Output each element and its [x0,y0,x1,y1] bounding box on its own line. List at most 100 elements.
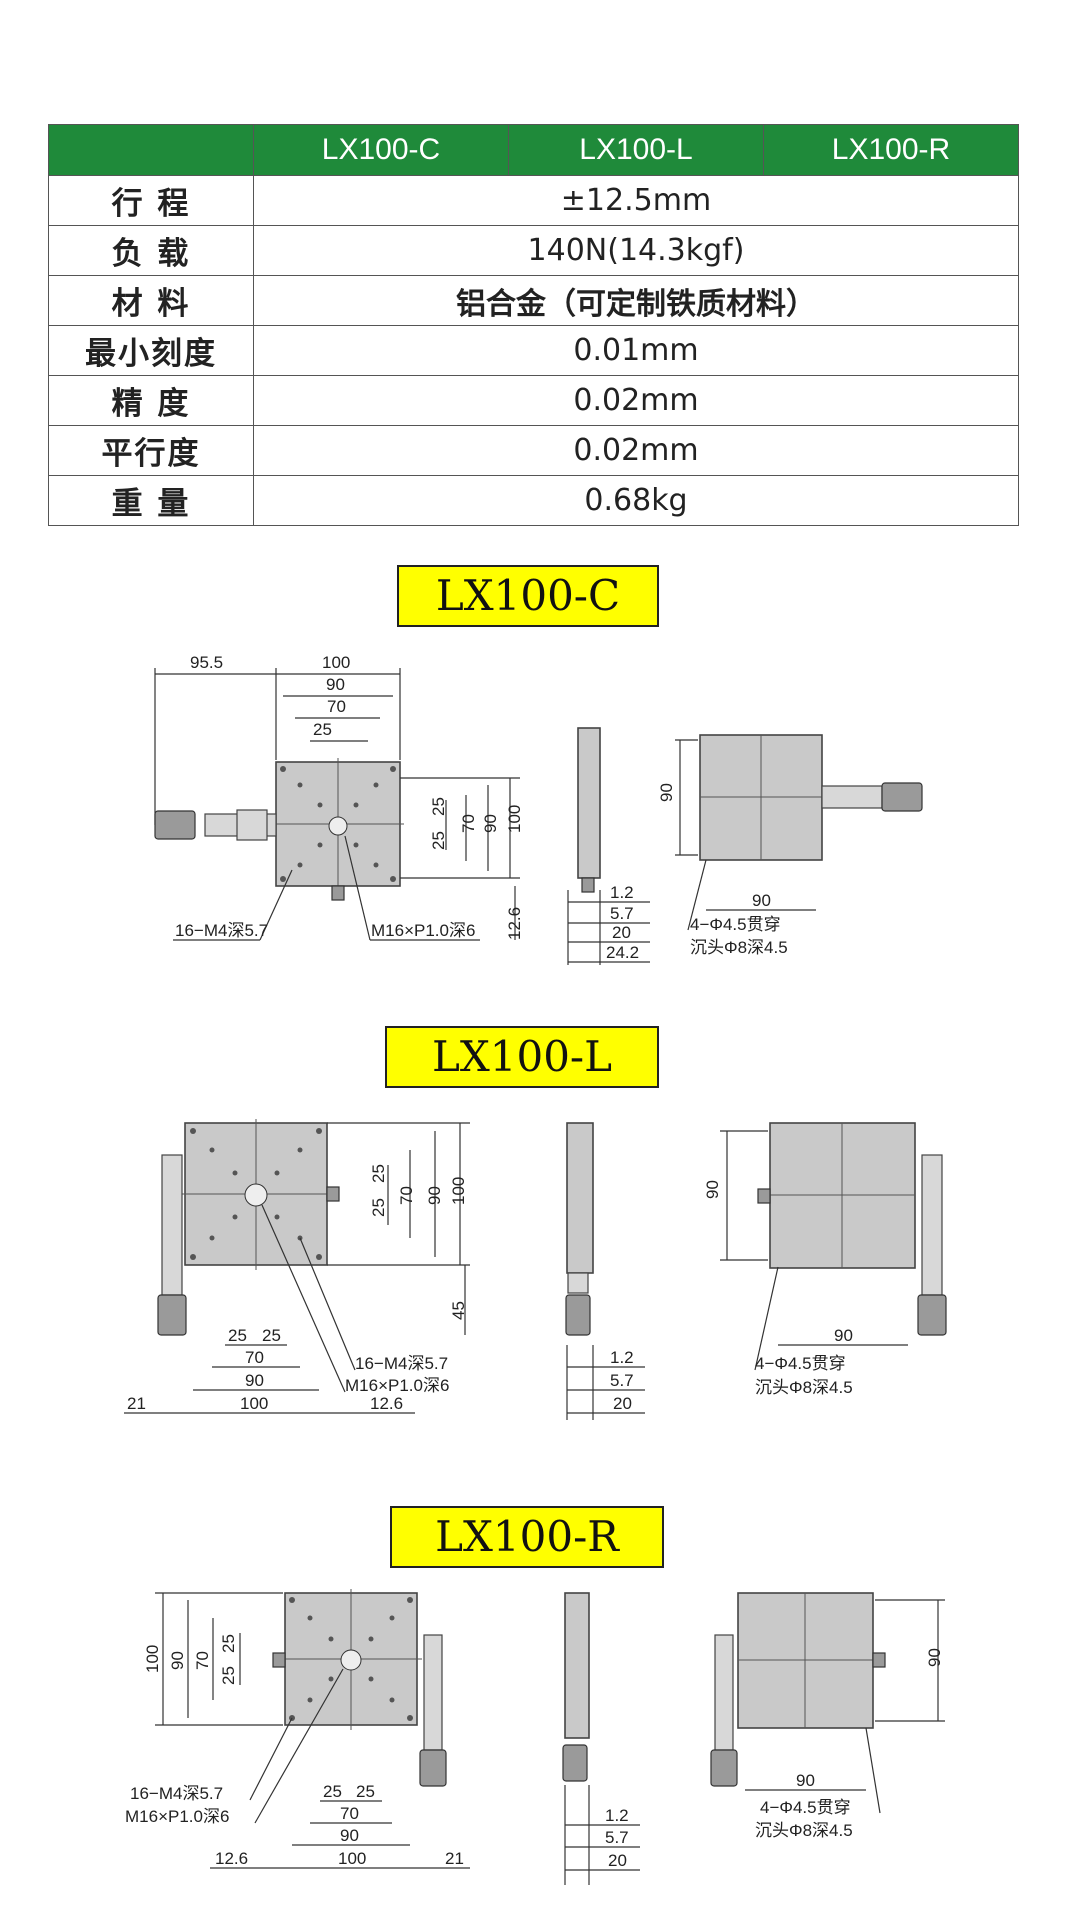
spec-label: 精 度 [48,375,254,426]
l-right-view: 90 90 4−Φ4.5贯穿 沉头Φ8深4.5 [703,1122,947,1397]
c-dim-100: 100 [322,653,350,672]
c-dim-v100: 100 [505,805,524,833]
spec-row-material: 材 料铝合金（可定制铁质材料） [48,275,1019,326]
l-dim-v25a: 25 [369,1164,388,1183]
l-note-tap: 16−M4深5.7 [355,1354,448,1373]
spec-value: 铝合金（可定制铁质材料） [253,275,1019,326]
l-front-view: 100 90 70 25 25 45 25 25 70 90 100 21 12… [124,1119,470,1414]
r-right-90h: 90 [796,1771,815,1790]
spec-label: 材 料 [48,275,254,326]
r-side-5-7: 5.7 [605,1828,629,1847]
c-side-5-7: 5.7 [610,904,634,923]
c-dim-v25b: 25 [429,831,448,850]
r-dim-v100: 100 [143,1645,162,1673]
c-note-thru: 4−Φ4.5贯穿 [690,915,781,934]
c-side-20: 20 [612,923,631,942]
l-dim-h12-6: 12.6 [370,1394,403,1413]
r-right-90v: 90 [925,1648,944,1667]
r-side-1-2: 1.2 [605,1806,629,1825]
l-micrometer-knob[interactable] [157,1294,187,1336]
c-dim-90: 90 [326,675,345,694]
c-dim-25: 25 [313,720,332,739]
c-note-thread: M16×P1.0深6 [371,921,475,940]
spec-header-row: LX100-C LX100-L LX100-R [48,124,1019,176]
l-dim-h90: 90 [245,1371,264,1390]
r-dim-h70: 70 [340,1804,359,1823]
l-right-90v: 90 [703,1180,722,1199]
c-dim-v25a: 25 [429,797,448,816]
spec-header-l: LX100-L [508,124,764,176]
r-dim-v25b: 25 [219,1666,238,1685]
c-dim-95-5: 95.5 [190,653,223,672]
l-note-thru: 4−Φ4.5贯穿 [755,1354,846,1373]
r-dim-h12-6: 12.6 [215,1849,248,1868]
c-side-1-2: 1.2 [610,883,634,902]
r-note-thread: M16×P1.0深6 [125,1807,229,1826]
r-dim-v70: 70 [193,1651,212,1670]
r-note-tap: 16−M4深5.7 [130,1784,223,1803]
l-note-thread: M16×P1.0深6 [345,1376,449,1395]
l-dim-v25b: 25 [369,1198,388,1217]
c-micrometer-knob[interactable] [154,810,196,840]
spec-value: 0.68kg [253,475,1019,526]
l-dim-h25b: 25 [262,1326,281,1345]
r-note-thru: 4−Φ4.5贯穿 [760,1798,851,1817]
drawing-lx100-c: 95.5 100 90 70 25 100 90 70 25 25 [154,653,923,965]
l-side-5-7: 5.7 [610,1371,634,1390]
l-dim-h100: 100 [240,1394,268,1413]
l-dim-v100: 100 [449,1177,468,1205]
r-dim-h21: 21 [445,1849,464,1868]
c-dim-h12-6: 12.6 [505,907,524,940]
model-label-l: LX100-L [385,1026,659,1088]
r-note-counter: 沉头Φ8深4.5 [755,1821,853,1840]
r-dim-h25b: 25 [356,1782,375,1801]
spec-value: 140N(14.3kgf) [253,225,1019,276]
drawing-lx100-r: 100 90 70 25 25 25 25 70 90 100 12.6 21 … [125,1589,945,1885]
r-dim-v25a: 25 [219,1634,238,1653]
r-side-view: 1.2 5.7 20 [562,1592,640,1885]
spec-value: ±12.5mm [253,175,1019,226]
spec-value: 0.02mm [253,425,1019,476]
drawing-lx100-l: 100 90 70 25 25 45 25 25 70 90 100 21 12… [124,1119,947,1420]
l-side-20: 20 [613,1394,632,1413]
c-front-view: 95.5 100 90 70 25 100 90 70 25 25 [154,653,524,941]
r-side-20: 20 [608,1851,627,1870]
spec-row-travel: 行 程±12.5mm [48,175,1019,226]
spec-label: 行 程 [48,175,254,226]
c-right-view: 90 90 4−Φ4.5贯穿 沉头Φ8深4.5 [657,734,923,957]
l-dim-h21: 21 [127,1394,146,1413]
r-dim-v90: 90 [168,1651,187,1670]
l-side-1-2: 1.2 [610,1348,634,1367]
r-micrometer-knob[interactable] [419,1749,447,1787]
r-dim-h100: 100 [338,1849,366,1868]
spec-header-blank [48,124,254,176]
l-side-view: 1.2 5.7 20 [565,1122,645,1420]
l-dim-v45: 45 [449,1301,468,1320]
c-center-hole [328,816,348,836]
c-dim-v90: 90 [481,814,500,833]
c-right-90v: 90 [657,783,676,802]
l-right-90h: 90 [834,1326,853,1345]
c-note-tap: 16−M4深5.7 [175,921,268,940]
c-side-24-2: 24.2 [606,943,639,962]
l-dim-h70: 70 [245,1348,264,1367]
l-dim-v70: 70 [397,1186,416,1205]
spec-label: 平行度 [48,425,254,476]
spec-label: 重 量 [48,475,254,526]
spec-label: 负 载 [48,225,254,276]
c-dim-v70: 70 [459,814,478,833]
c-side-view: 1.2 5.7 20 24.2 [567,727,650,965]
c-dim-70: 70 [327,697,346,716]
l-dim-v90: 90 [425,1186,444,1205]
c-note-counter: 沉头Φ8深4.5 [690,938,788,957]
l-dim-h25a: 25 [228,1326,247,1345]
r-dim-h25a: 25 [323,1782,342,1801]
r-right-view: 90 90 4−Φ4.5贯穿 沉头Φ8深4.5 [710,1592,945,1840]
spec-label: 最小刻度 [48,325,254,376]
